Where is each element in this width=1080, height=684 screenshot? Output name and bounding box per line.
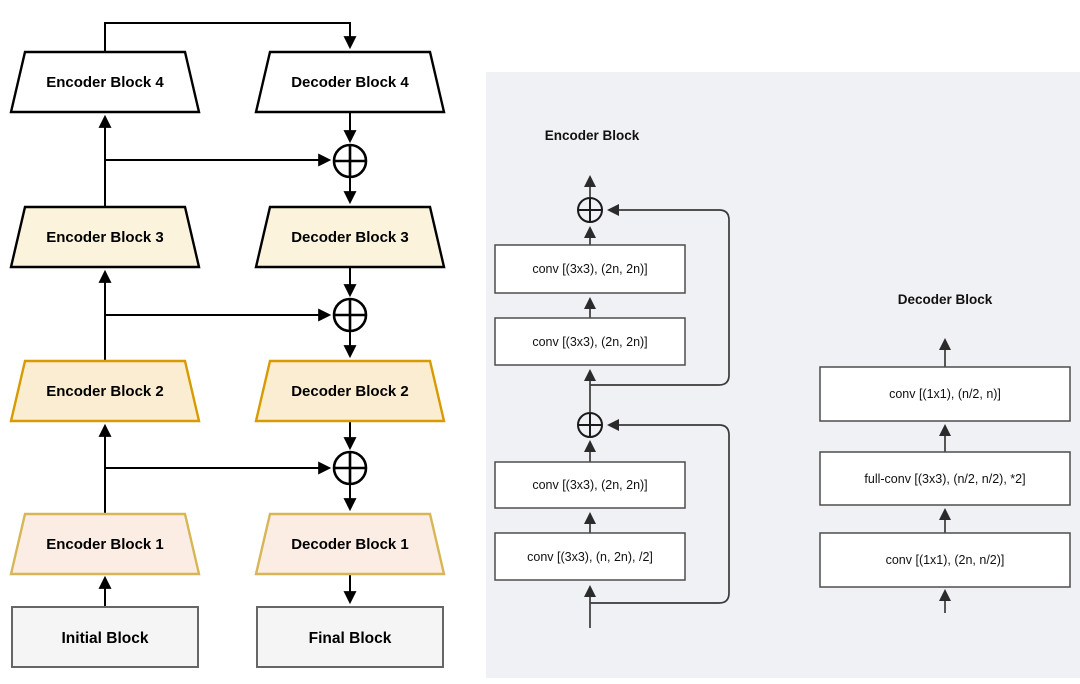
- encoder-detail-upper-skip: [590, 204, 730, 386]
- encoder-block-4-label: Encoder Block 4: [46, 74, 164, 91]
- conv-layer-label: conv [(1x1), (2n, n/2)]: [886, 553, 1005, 567]
- decoder-block-3-label: Decoder Block 3: [291, 229, 409, 246]
- encoder-block-3: [9, 205, 201, 269]
- conv-layer-label: conv [(3x3), (n, 2n), /2]: [527, 550, 653, 564]
- decoder-detail-title: Decoder Block: [898, 292, 993, 307]
- left-diagram-connectors: [98, 22, 357, 607]
- encoder-detail-lower-skip: [590, 419, 730, 604]
- circled-plus-icon: [577, 197, 603, 223]
- circled-plus-icon: [332, 143, 368, 179]
- initial-block-label: Initial Block: [62, 630, 149, 647]
- encoder-block-2-label: Encoder Block 2: [46, 383, 164, 400]
- conv-layer-label: conv [(3x3), (2n, 2n)]: [532, 478, 647, 492]
- final-block: [256, 606, 444, 668]
- encoder-block-1: [9, 512, 201, 576]
- conv-layer-box: [819, 532, 1071, 588]
- decoder-block-1-label: Decoder Block 1: [291, 536, 409, 553]
- decoder-block-detail: Decoder Block conv [(1x1), (n/2, n)] ful…: [819, 292, 1071, 613]
- decoder-detail-layer-labels: conv [(1x1), (n/2, n)] full-conv [(3x3),…: [864, 387, 1025, 567]
- conv-layer-label: full-conv [(3x3), (n/2, n/2), *2]: [864, 472, 1025, 486]
- encoder-detail-layer-boxes: [494, 244, 686, 581]
- conv-layer-box: [494, 461, 686, 509]
- conv-layer-box: [494, 317, 686, 366]
- left-merge-operators: [332, 143, 368, 486]
- conv-layer-label: conv [(3x3), (2n, 2n)]: [532, 262, 647, 276]
- decoder-block-3: [254, 205, 446, 269]
- decoder-detail-layer-boxes: [819, 366, 1071, 588]
- circled-plus-icon: [332, 450, 368, 486]
- decoder-block-4: [254, 50, 446, 114]
- conv-layer-label: conv [(3x3), (2n, 2n)]: [532, 335, 647, 349]
- circled-plus-icon: [577, 412, 603, 438]
- initial-block: [11, 606, 199, 668]
- left-diagram-blocks: [9, 50, 446, 668]
- encoder-block-1-label: Encoder Block 1: [46, 536, 164, 553]
- encoder-block-detail: Encoder Block conv [(3x3), (2n, 2n)] con…: [494, 128, 730, 628]
- encoder4-to-decoder4-link: [104, 22, 357, 52]
- decoder-block-2: [254, 359, 446, 423]
- conv-layer-box: [494, 244, 686, 294]
- decoder-block-1: [254, 512, 446, 576]
- decoder-block-4-label: Decoder Block 4: [291, 74, 409, 91]
- encoder-block-2: [9, 359, 201, 423]
- encoder-detail-title: Encoder Block: [545, 128, 640, 143]
- conv-layer-label: conv [(1x1), (n/2, n)]: [889, 387, 1001, 401]
- encoder-block-4: [9, 50, 201, 114]
- final-block-label: Final Block: [309, 630, 392, 647]
- conv-layer-box: [494, 532, 686, 581]
- conv-layer-box: [819, 451, 1071, 506]
- conv-layer-box: [819, 366, 1071, 422]
- decoder-block-2-label: Decoder Block 2: [291, 383, 409, 400]
- encoder-detail-layer-labels: conv [(3x3), (2n, 2n)] conv [(3x3), (2n,…: [527, 262, 653, 564]
- left-diagram-labels: Encoder Block 4 Decoder Block 4 Encoder …: [46, 74, 409, 647]
- encoder-block-3-label: Encoder Block 3: [46, 229, 164, 246]
- circled-plus-icon: [332, 297, 368, 333]
